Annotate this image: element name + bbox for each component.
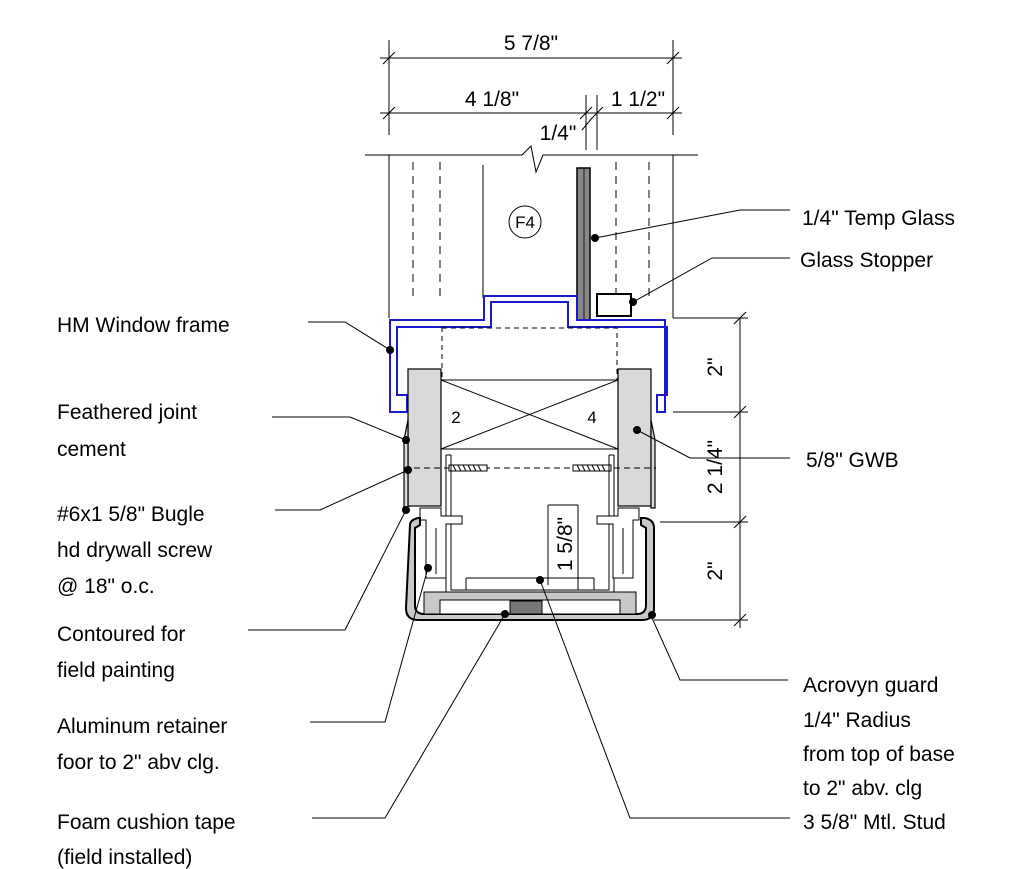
- label-hm-window-frame: HM Window frame: [57, 314, 230, 337]
- leader-gwb: [636, 429, 790, 459]
- tick: [666, 51, 680, 65]
- leader-retainer: [310, 567, 429, 723]
- frame-tag: F4: [515, 213, 535, 232]
- dim-stud-depth: 1 5/8": [554, 517, 577, 571]
- tick: [579, 106, 593, 120]
- dim-guard-height: 2": [704, 561, 727, 580]
- label-screw-line1: #6x1 5/8" Bugle: [57, 503, 205, 526]
- aluminum-retainer: [419, 507, 640, 579]
- frame-tag-circle: [508, 205, 542, 239]
- right-dimensions: [654, 311, 748, 628]
- label-glass-stopper: Glass Stopper: [800, 249, 933, 272]
- label-screw-line2: hd drywall screw: [57, 539, 213, 562]
- acrovyn-guard: [404, 517, 655, 621]
- label-retainer-line2: foor to 2" abv clg.: [57, 751, 220, 774]
- label-retainer-line1: Aluminum retainer: [57, 715, 227, 738]
- label-foam-line1: Foam cushion tape: [57, 811, 236, 834]
- glass-stopper-block: [596, 293, 632, 317]
- tick: [382, 51, 396, 65]
- gwb-boards: [403, 368, 656, 509]
- dim-left-width: 4 1/8": [465, 88, 519, 111]
- label-foam-line2: (field installed): [57, 846, 192, 869]
- leader-dots: [386, 234, 656, 619]
- leader-screw: [275, 469, 409, 511]
- foam-cushion-tape: [509, 600, 543, 615]
- label-temp-glass: 1/4" Temp Glass: [802, 207, 955, 230]
- leader-acrovyn: [651, 617, 788, 681]
- hm-window-frame: [389, 295, 668, 413]
- gwb-right: [617, 368, 652, 507]
- metal-stud: [445, 454, 615, 596]
- dim-overall-width: 5 7/8": [504, 32, 558, 55]
- leader-hm-frame: [308, 321, 391, 351]
- label-screw-line3: @ 18" o.c.: [57, 575, 155, 598]
- label-contoured-line2: field painting: [57, 659, 175, 682]
- gwb-left: [407, 368, 442, 507]
- tick: [590, 106, 604, 120]
- label-feathered-joint-line2: cement: [57, 438, 126, 461]
- top-dimensions: [380, 40, 682, 150]
- gap-leader: [581, 117, 593, 131]
- dim-right-width: 1 1/2": [611, 88, 665, 111]
- frame-anchor-outline: [441, 327, 618, 381]
- label-acrovyn-line3: from top of base: [803, 743, 955, 766]
- ply-number-left: 2: [451, 408, 460, 427]
- label-gwb: 5/8" GWB: [806, 449, 899, 472]
- label-acrovyn-line2: 1/4" Radius: [803, 709, 911, 732]
- label-feathered-joint-line1: Feathered joint: [57, 401, 197, 424]
- wall-above: [388, 155, 674, 318]
- label-acrovyn-line4: to 2" abv. clg: [803, 777, 922, 800]
- leader-contoured: [248, 509, 407, 631]
- stud-box: [440, 379, 619, 450]
- label-contoured-line1: Contoured for: [57, 623, 185, 646]
- leaders: [248, 209, 790, 819]
- tick: [382, 106, 396, 120]
- leader-feathered-joint: [272, 416, 407, 441]
- temp-glass-pane: [576, 167, 591, 321]
- leader-glass-stopper: [632, 257, 790, 303]
- leader-foam: [312, 613, 506, 819]
- label-metal-stud: 3 5/8" Mtl. Stud: [803, 811, 946, 834]
- label-acrovyn-line1: Acrovyn guard: [803, 674, 938, 697]
- break-line: [365, 144, 698, 174]
- tick: [666, 106, 680, 120]
- ply-number-right: 4: [587, 408, 596, 427]
- leader-temp-glass: [594, 209, 790, 239]
- dim-gwb-zone-height: 2 1/4": [704, 440, 727, 494]
- dim-gap-width: 1/4": [540, 122, 577, 145]
- leader-stud: [539, 579, 790, 819]
- dim-frame-height: 2": [704, 357, 727, 376]
